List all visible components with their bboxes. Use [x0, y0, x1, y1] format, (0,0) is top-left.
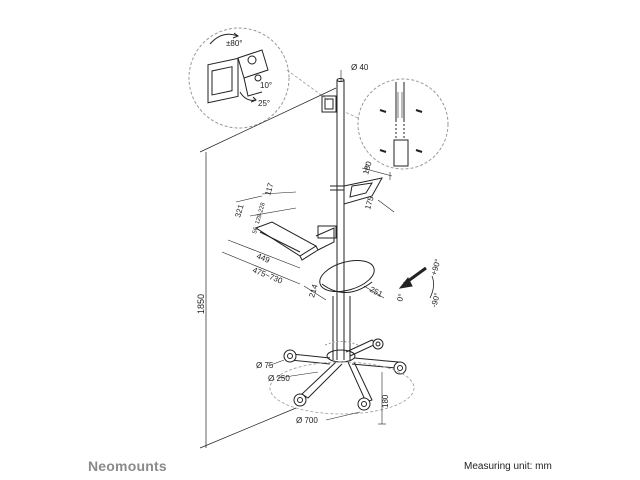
- tilt-detail-circle: [188, 27, 290, 129]
- keyboard-width-label: 449: [255, 252, 271, 266]
- mouse-tray: [319, 259, 375, 293]
- keyboard-depth-label: 321: [233, 203, 245, 219]
- tilt-up-label: 10°: [260, 81, 272, 90]
- base-inner-label: Ø 250: [268, 374, 290, 383]
- base-footprint: [269, 361, 415, 415]
- caster-wheels: [283, 338, 407, 411]
- tilt-angle-label: ±80°: [226, 39, 243, 48]
- handle-depth-label: 175: [363, 195, 375, 211]
- tilt-head-drawing: [207, 32, 269, 104]
- pole-detail-circle: [357, 78, 449, 170]
- base-diameter-label: Ø 700: [296, 416, 318, 425]
- rotate-zero-label: 0°: [395, 293, 406, 303]
- keyboard-offset-label: 117: [263, 181, 275, 196]
- caster-diameter-label: Ø 75: [256, 361, 274, 370]
- rotation-arrow: [398, 266, 434, 299]
- height-dimension-line: [199, 87, 337, 449]
- cart-pole: [332, 78, 351, 360]
- pole-joint-drawing: [393, 82, 409, 167]
- mouse-depth-label: 214: [307, 283, 319, 299]
- monitor-bracket: [321, 95, 337, 113]
- caster-height-label: 180: [381, 394, 390, 408]
- total-height-label: 1850: [196, 294, 206, 314]
- handle-width-label: 180: [361, 160, 373, 176]
- keyboard-tray: [254, 221, 337, 261]
- measuring-unit-note: Measuring unit: mm: [464, 461, 552, 472]
- rotate-plus-label: +90°: [429, 258, 442, 277]
- brand-logo-text: Neomounts: [88, 458, 167, 474]
- pole-diameter-label: Ø 40: [351, 63, 369, 72]
- keyboard-vesa-label: 56, 128-228: [252, 201, 267, 234]
- cart-handle: [330, 177, 383, 205]
- keyboard-range-label: 475~730: [251, 266, 284, 286]
- rotate-minus-label: -90°: [429, 292, 442, 309]
- tilt-down-label: 25°: [258, 99, 270, 108]
